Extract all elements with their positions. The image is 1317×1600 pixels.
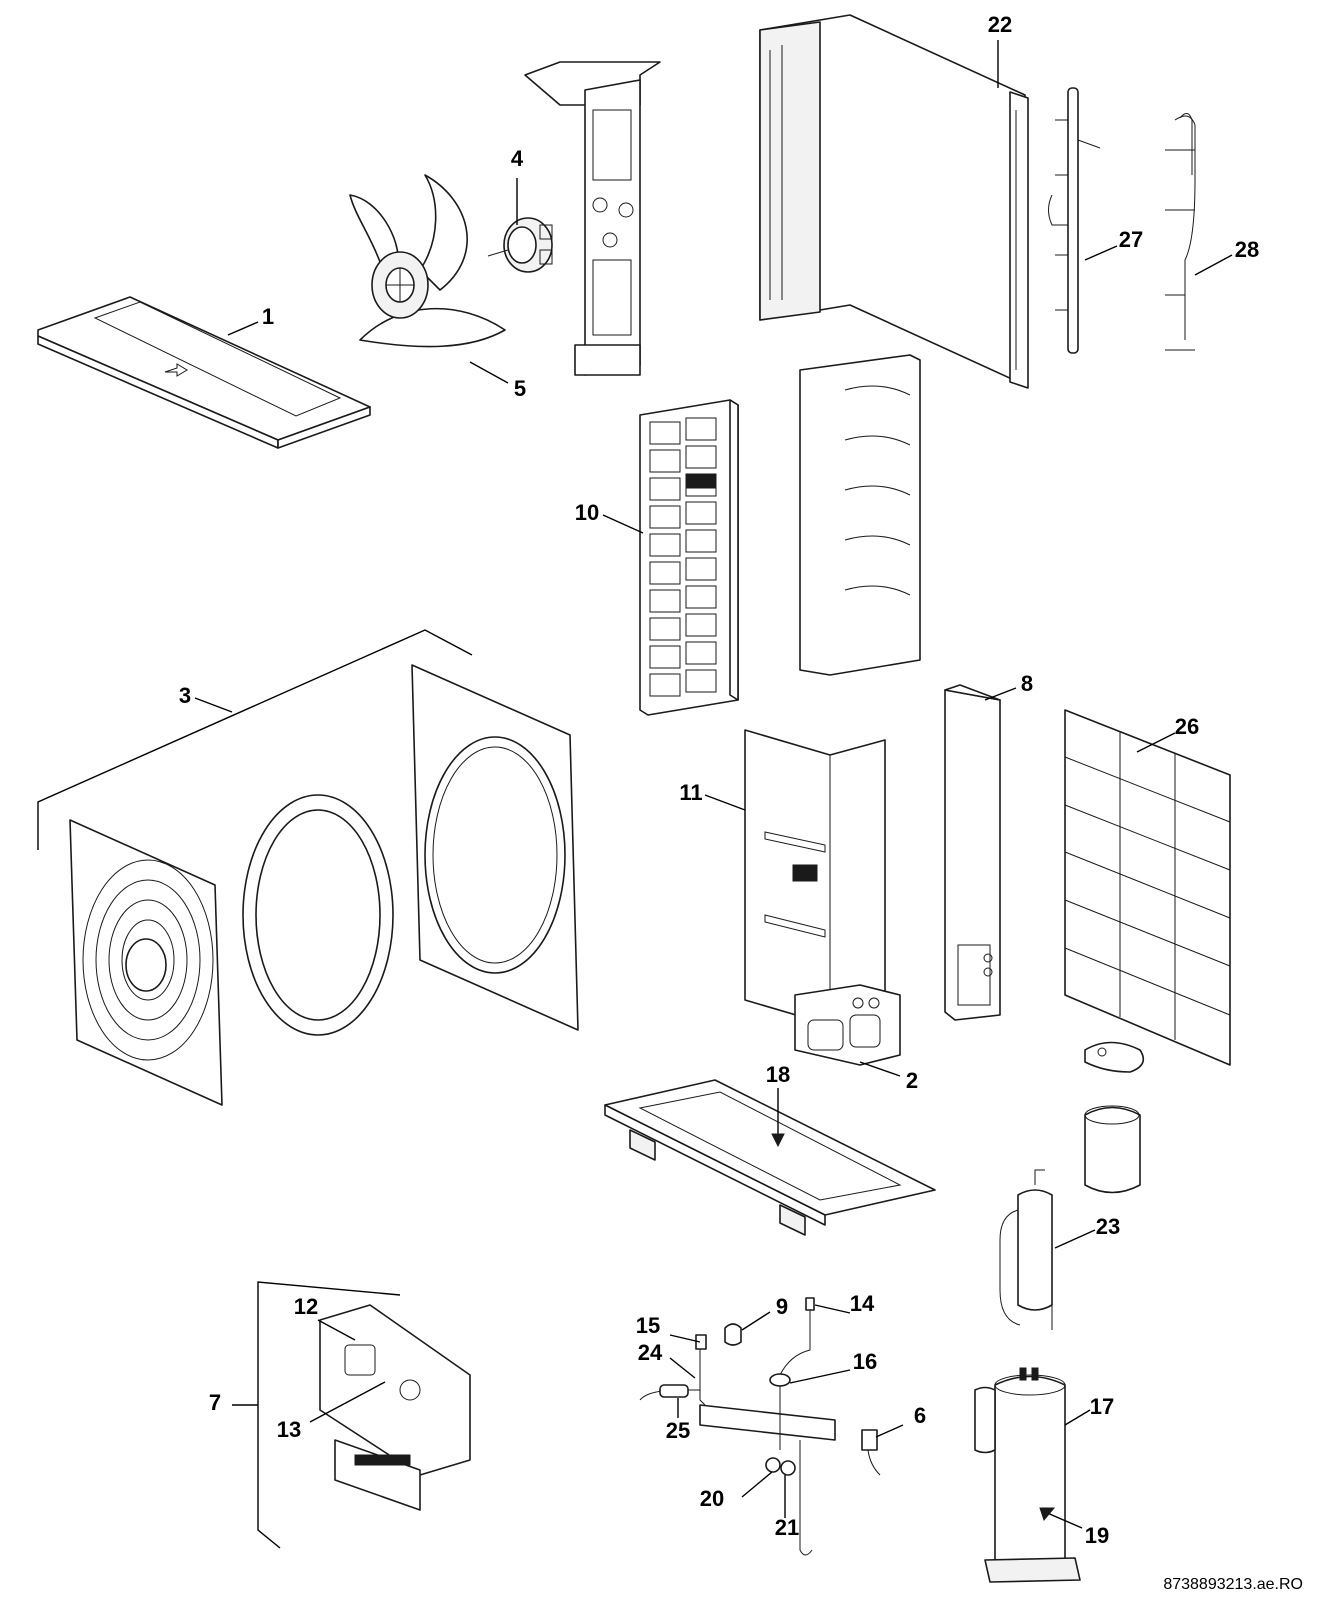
label-part-16: 16 [853,1349,877,1374]
part-number-labels: 1 2 3 4 5 6 7 8 9 10 11 12 13 14 15 16 1… [179,12,1259,1548]
front-panel [411,664,579,1031]
side-panel [744,729,886,1026]
label-part-4: 4 [511,146,524,171]
valve-cover [794,984,901,1066]
leader-lines [37,40,1233,1549]
label-part-28: 28 [1235,237,1259,262]
label-part-18: 18 [766,1062,790,1087]
label-part-6: 6 [914,1403,926,1428]
label-part-9: 9 [776,1294,788,1319]
condenser-coil [759,14,1029,389]
compressor [974,1367,1081,1583]
piping-assembly [639,1297,881,1556]
base-pan [604,1079,936,1236]
header-pipe [1048,87,1101,354]
top-cover-panel [37,296,371,449]
reference-code: 8738893213.ae.RO [1163,1576,1303,1593]
rear-wire-guard [1064,709,1231,1066]
side-grille-panel [639,399,739,716]
label-part-24: 24 [638,1340,663,1365]
label-part-13: 13 [277,1417,301,1442]
corner-pillar [944,684,1001,1021]
label-part-2: 2 [906,1068,918,1093]
fan-shroud-ring [242,794,394,1036]
label-part-27: 27 [1119,227,1143,252]
label-part-5: 5 [514,376,526,401]
front-grille [69,819,223,1106]
control-box [319,1304,471,1511]
label-part-20: 20 [700,1486,724,1511]
label-part-15: 15 [636,1313,660,1338]
label-part-12: 12 [294,1294,318,1319]
label-part-14: 14 [850,1291,875,1316]
label-part-21: 21 [775,1515,799,1540]
label-part-7: 7 [209,1390,221,1415]
label-part-10: 10 [575,500,599,525]
label-part-26: 26 [1175,714,1199,739]
capillary-tube [1165,113,1196,351]
label-part-23: 23 [1096,1214,1120,1239]
label-part-19: 19 [1085,1523,1109,1548]
label-part-3: 3 [179,683,191,708]
label-part-17: 17 [1090,1394,1114,1419]
label-part-1: 1 [262,304,274,329]
fan-blade [349,174,506,348]
compressor-jacket [1084,1105,1141,1194]
partition-plate [799,354,921,676]
label-part-22: 22 [988,12,1012,37]
compressor-gasket [1084,1041,1145,1073]
label-part-8: 8 [1021,671,1033,696]
label-part-25: 25 [666,1418,690,1443]
fan-motor [487,217,553,273]
label-part-11: 11 [679,780,702,805]
motor-bracket [524,61,661,376]
accumulator [999,1169,1053,1330]
